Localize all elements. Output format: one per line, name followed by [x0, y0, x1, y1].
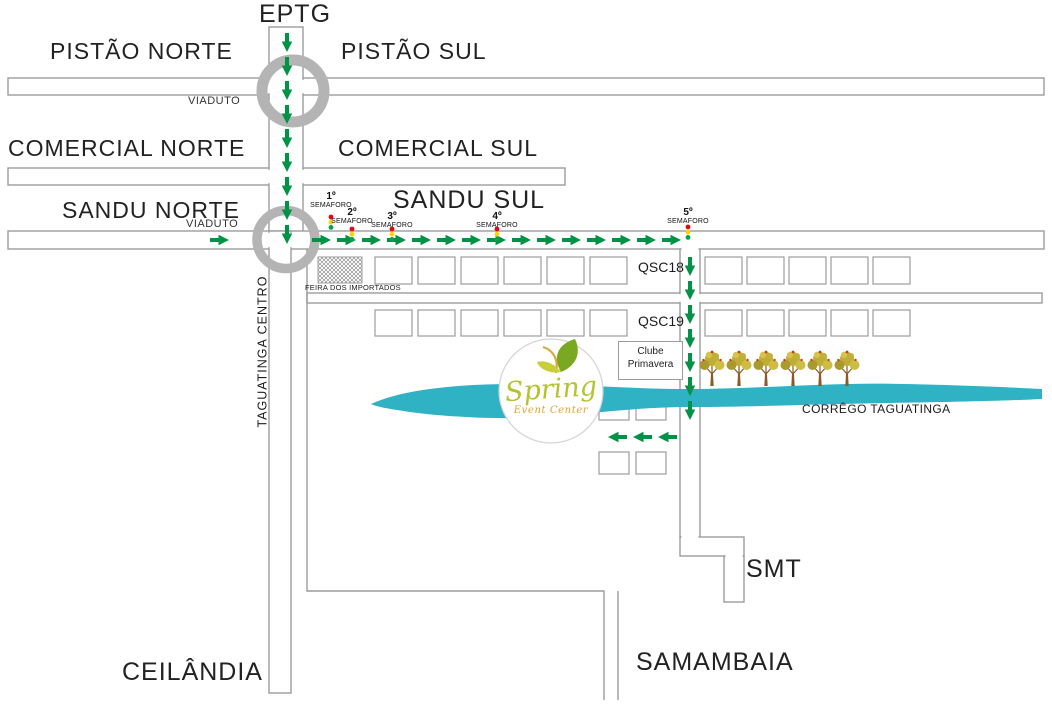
semaforo-2-word: SEMAFORO — [331, 218, 373, 225]
label-viaduto-2: VIADUTO — [186, 218, 239, 230]
city-block — [788, 256, 827, 285]
tree-icon — [806, 350, 834, 387]
semaforo-4-word: SEMAFORO — [476, 222, 518, 229]
tree-icon — [698, 350, 726, 387]
city-block — [546, 309, 585, 337]
boundary-lines — [306, 249, 619, 700]
semaforo-5-ordinal: 5º — [683, 207, 693, 218]
clube-primavera-box: Clube Primavera — [618, 341, 683, 380]
spring-logo — [498, 338, 604, 444]
semaforo-4-label: 4º SEMAFORO — [467, 212, 527, 231]
semaforo-5-word: SEMAFORO — [667, 218, 709, 225]
label-smt: SMT — [746, 555, 802, 583]
label-pistao-sul: PISTÃO SUL — [341, 38, 487, 64]
clube-primavera-line1: Clube — [637, 346, 664, 357]
semaforo-3-word: SEMAFORO — [371, 222, 413, 229]
city-block — [374, 256, 413, 285]
road-taguatinga-centro — [268, 230, 292, 694]
label-qsc18: QSC18 — [638, 259, 684, 275]
label-samambaia: SAMAMBAIA — [636, 648, 794, 676]
label-eptg: EPTG — [258, 0, 332, 28]
city-block — [788, 309, 827, 337]
label-viaduto-1: VIADUTO — [188, 95, 241, 107]
city-block — [417, 309, 456, 337]
semaforo-3-label: 3º SEMAFORO — [362, 212, 422, 231]
road-pistao — [7, 77, 1045, 96]
city-block — [830, 256, 869, 285]
label-taguatinga-centro: TAGUATINGA CENTRO — [255, 275, 270, 428]
city-block — [746, 256, 785, 285]
traffic-light-icon — [494, 226, 500, 242]
spring-logo-subtitle: Event Center — [513, 405, 589, 416]
semaforo-1-label: 1º SEMAFORO — [301, 192, 361, 211]
trees — [698, 350, 861, 387]
label-pistao-norte: PISTÃO NORTE — [50, 38, 233, 64]
label-comercial-sul: COMERCIAL SUL — [338, 135, 539, 161]
label-feira-dos-importados: FEIRA DOS IMPORTADOS — [305, 283, 401, 292]
city-block — [503, 256, 542, 285]
traffic-lights — [328, 214, 691, 242]
label-qsc19: QSC19 — [638, 313, 684, 329]
feira-dos-importados-block — [317, 256, 363, 284]
label-comercial-norte: COMERCIAL NORTE — [8, 135, 246, 161]
city-block — [417, 256, 456, 285]
city-block — [830, 309, 869, 337]
semaforo-2-label: 2º SEMAFORO — [322, 208, 382, 227]
city-block — [503, 309, 542, 337]
tree-icon — [779, 350, 807, 387]
traffic-light-icon — [328, 214, 334, 230]
city-block — [374, 309, 413, 337]
semaforo-2-ordinal: 2º — [347, 207, 357, 218]
label-corrego-taguatinga: CORRÊGO TAGUATINGA — [802, 402, 951, 416]
semaforo-1-ordinal: 1º — [326, 191, 336, 202]
label-sandu-sul: SANDU SUL — [393, 186, 546, 214]
tree-icon — [725, 350, 753, 387]
label-sandu-norte: SANDU NORTE — [62, 197, 240, 223]
traffic-light-icon — [349, 226, 355, 242]
semaforo-5-label: 5º SEMAFORO — [658, 208, 718, 227]
semaforo-1-word: SEMAFORO — [310, 202, 352, 209]
city-block — [872, 309, 911, 337]
city-block — [546, 256, 585, 285]
tree-icon — [752, 350, 780, 387]
label-ceilandia: CEILÂNDIA — [122, 658, 263, 686]
road-qsc-horizontal — [306, 292, 1043, 304]
leaf-icon — [537, 339, 578, 374]
clube-primavera-line2: Primavera — [627, 359, 674, 370]
city-block — [589, 256, 628, 285]
road-smt-junction — [679, 536, 745, 557]
city-block — [460, 309, 499, 337]
spring-logo-circle — [498, 338, 604, 444]
city-block — [704, 309, 743, 337]
road-sandu — [7, 230, 1045, 250]
traffic-light-icon — [685, 224, 691, 240]
city-block — [746, 309, 785, 337]
semaforo-3-ordinal: 3º — [387, 211, 397, 222]
city-block — [589, 309, 628, 337]
spring-logo-name: Spring — [503, 370, 598, 409]
traffic-light-icon — [389, 226, 395, 242]
city-block — [598, 451, 630, 475]
city-block — [635, 451, 667, 475]
city-block — [704, 256, 743, 285]
road-smt-stub — [723, 555, 745, 603]
city-block — [872, 256, 911, 285]
city-block — [460, 256, 499, 285]
tree-icon — [833, 350, 861, 387]
viaduto-ring-1 — [256, 54, 330, 128]
semaforo-4-ordinal: 4º — [492, 211, 502, 222]
city-blocks — [374, 256, 911, 475]
route-arrows — [210, 33, 696, 443]
